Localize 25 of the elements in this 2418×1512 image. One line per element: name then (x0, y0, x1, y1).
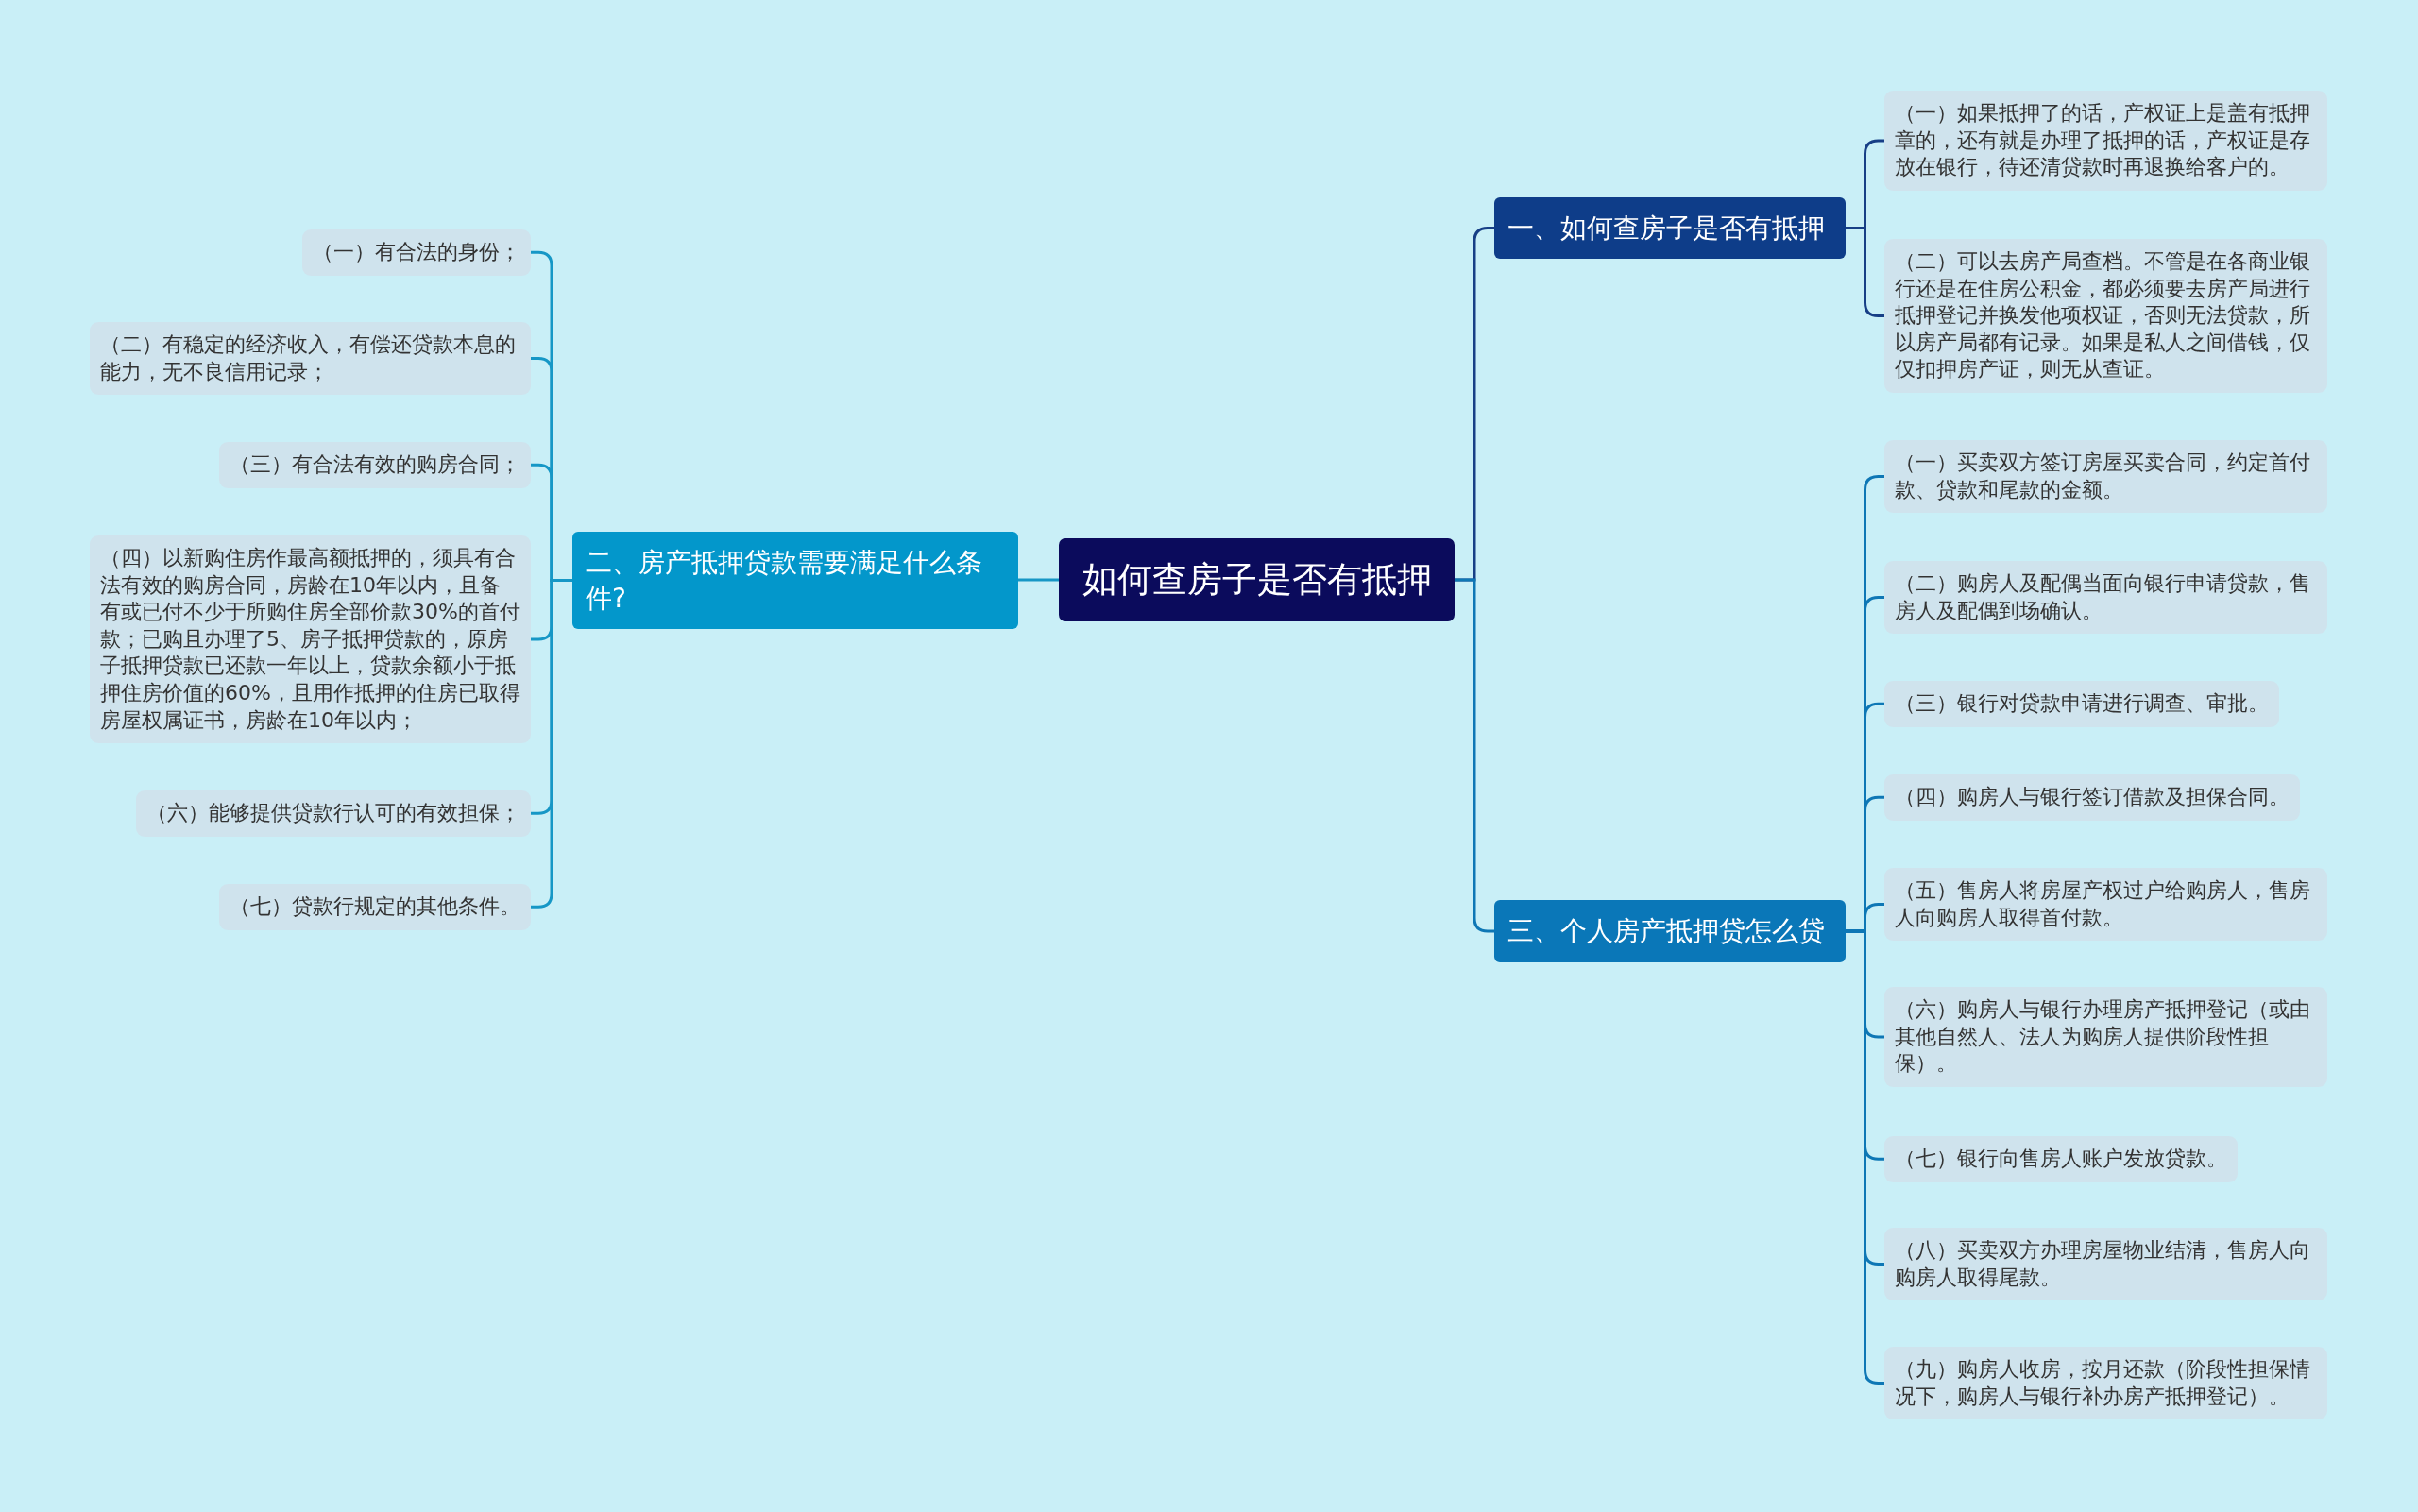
topic-box: 二、房产抵押贷款需要满足什么条件? (572, 532, 1018, 629)
subtopic-box: （七）贷款行规定的其他条件。 (219, 884, 531, 930)
subtopic-box: （二）有稳定的经济收入，有偿还贷款本息的能力，无不良信用记录； (90, 322, 531, 396)
connector-line (1846, 929, 1884, 1385)
subtopic-box: （九）购房人收房，按月还款（阶段性担保情况下，购房人与银行补办房产抵押登记）。 (1884, 1347, 2327, 1420)
subtopic-box: （一）如果抵押了的话，产权证上是盖有抵押章的，还有就是办理了抵押的话，产权证是存放在银行，待还清贷款时再退换给客户的。 (1884, 91, 2327, 191)
connector-line (1018, 578, 1059, 582)
subtopic-box: （三）银行对贷款申请进行调查、审批。 (1884, 681, 2279, 727)
subtopic-box: （一）买卖双方签订房屋买卖合同，约定首付款、贷款和尾款的金额。 (1884, 440, 2327, 514)
topic-box: 三、个人房产抵押贷怎么贷 (1494, 900, 1846, 962)
subtopic-box: （五）售房人将房屋产权过户给购房人，售房人向购房人取得首付款。 (1884, 868, 2327, 942)
connector-line (1846, 227, 1884, 317)
subtopic-box: （七）银行向售房人账户发放贷款。 (1884, 1136, 2238, 1182)
subtopic-box: （六）购房人与银行办理房产抵押登记（或由其他自然人、法人为购房人提供阶段性担保）。 (1884, 987, 2327, 1087)
subtopic-box: （八）买卖双方办理房屋物业结清，售房人向购房人取得尾款。 (1884, 1228, 2327, 1301)
subtopic-box: （二）可以去房产局查档。不管是在各商业银行还是在住房公积金，都必须要去房产局进行抵押登记并换发他项权证，否则无法贷款，所以房产局都有记录。如果是私人之间借钱，仅仅扣押房产证，则无从查证。 (1884, 239, 2327, 393)
subtopic-box: （一）有合法的身份； (302, 229, 531, 276)
subtopic-box: （二）购房人及配偶当面向银行申请贷款，售房人及配偶到场确认。 (1884, 561, 2327, 635)
subtopic-box: （四）以新购住房作最高额抵押的，须具有合法有效的购房合同，房龄在10年以内，且备有或已付不少于所购住房全部价款30%的首付款；已购且办理了5、房子抵押贷款的，原房子抵押贷款已还款一年以上，贷款余额小于抵押住房价值的60%，且用作抵押的住房已取得房屋权属证书，房龄在10年以内； (90, 535, 531, 744)
subtopic-box: （四）购房人与银行签订借款及担保合同。 (1884, 774, 2300, 821)
topic-box: 一、如何查房子是否有抵押 (1494, 197, 1846, 259)
connector-line (531, 579, 572, 909)
subtopic-box: （六）能够提供贷款行认可的有效担保； (136, 790, 531, 837)
subtopic-box: （三）有合法有效的购房合同； (219, 442, 531, 488)
central-topic-box: 如何查房子是否有抵押 (1059, 538, 1455, 621)
